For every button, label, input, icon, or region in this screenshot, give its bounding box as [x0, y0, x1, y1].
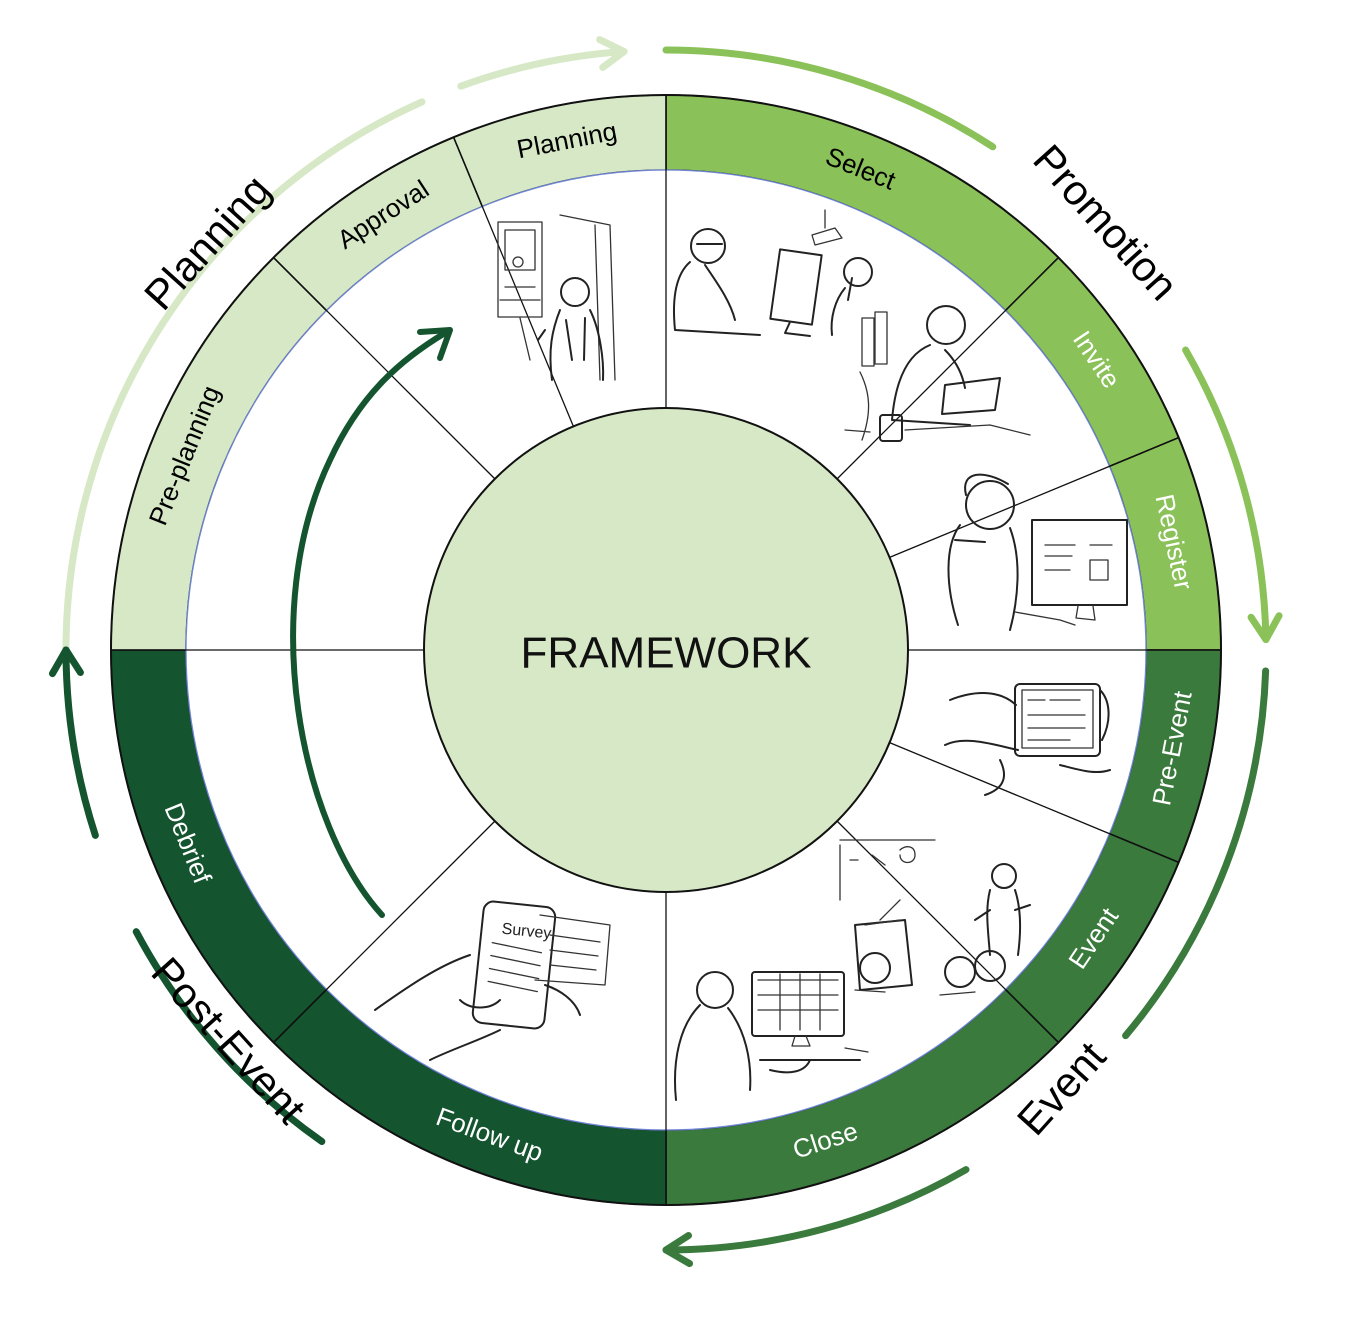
- phase-arrow-head: [596, 36, 628, 71]
- presenter-on-stage-illustration: [839, 839, 1031, 996]
- outer-ring-border: [110, 94, 1222, 1206]
- inner-arrow-path: [290, 330, 448, 918]
- segment-divider: [836, 820, 1059, 1043]
- segment-divider: [836, 257, 1059, 480]
- survey-screen-label: Survey: [501, 921, 552, 943]
- hands-with-survey-phone-illustration: Survey: [374, 900, 611, 1061]
- phase-arrow-head: [662, 1232, 694, 1268]
- segment-dividers: [111, 95, 1221, 1205]
- hands-holding-tablet-illustration: [944, 683, 1111, 796]
- segment-divider: [889, 437, 1180, 558]
- phase-arc: [1182, 346, 1270, 644]
- phase-arc: [62, 98, 426, 675]
- inner-arrow-head: [417, 327, 453, 361]
- phase-arc: [457, 48, 618, 90]
- woman-registering-online-illustration: [947, 473, 1128, 631]
- center-title: FRAMEWORK: [521, 629, 812, 678]
- phase-arc: [132, 928, 326, 1145]
- woman-in-video-call-illustration: [674, 971, 869, 1101]
- inner-cycle-arrow: [290, 327, 453, 918]
- segment-divider: [889, 742, 1180, 863]
- segment-divider: [273, 257, 496, 480]
- phase-arcs: [48, 36, 1283, 1268]
- segment-divider: [453, 136, 574, 427]
- center-circle: [423, 407, 909, 893]
- man-on-phone-at-computer-illustration: [672, 209, 873, 337]
- segment-divider: [273, 820, 496, 1043]
- phase-arc: [62, 646, 99, 839]
- man-reading-invitation-illustration: [844, 305, 1031, 442]
- phase-arc: [1122, 667, 1270, 1040]
- phase-arc: [662, 1166, 970, 1254]
- phase-arc: [662, 46, 997, 151]
- woman-in-office-illustration: [497, 214, 616, 381]
- phase-arrow-head: [1247, 612, 1283, 644]
- phase-arrow-head: [48, 646, 84, 678]
